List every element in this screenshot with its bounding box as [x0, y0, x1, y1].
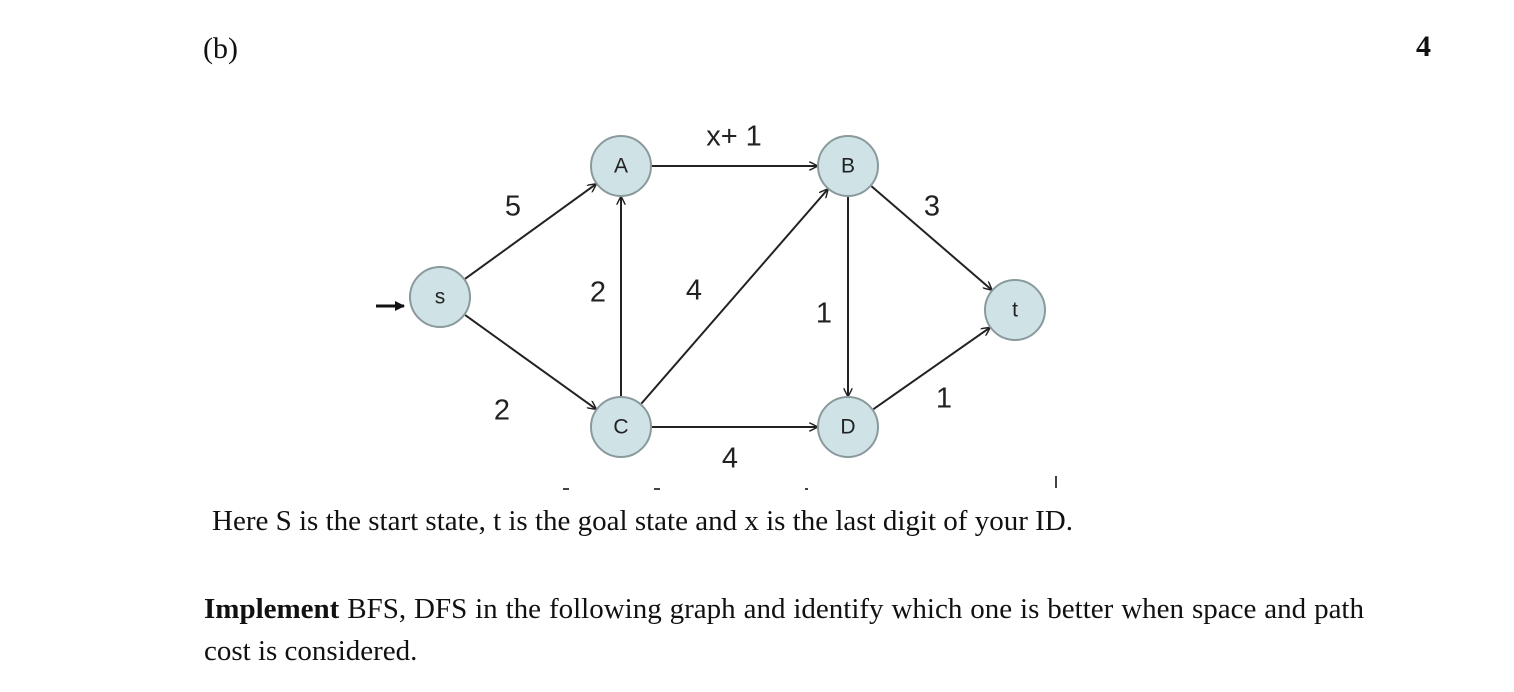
- edge-weight-b-d: 1: [816, 298, 832, 330]
- search-graph-diagram: s A B C Dt 5 2 x+ 1 2 4 4 1 3 1: [376, 121, 1057, 490]
- node-label-b: B: [841, 155, 855, 178]
- edge-weight-s-a: 5: [505, 191, 521, 223]
- edge-weight-c-d: 4: [722, 443, 738, 475]
- edge-weight-c-b: 4: [686, 275, 702, 307]
- node-label-s: s: [435, 286, 446, 309]
- edge-c-b: [640, 189, 827, 405]
- node-label-d: D: [840, 416, 855, 439]
- node-d: [817, 396, 879, 458]
- edge-d-t: [872, 328, 989, 411]
- node-label-t: t: [1012, 299, 1018, 322]
- node-label-a: A: [614, 155, 628, 178]
- question-part-label: (b): [203, 32, 238, 65]
- node-c: [590, 396, 652, 458]
- edge-weight-a-b: x+ 1: [706, 121, 762, 153]
- node-s: [409, 266, 471, 328]
- node-t: [984, 279, 1046, 341]
- edge-weight-d-t: 1: [936, 383, 952, 415]
- node-a: [590, 135, 652, 197]
- edge-weight-b-t: 3: [924, 191, 940, 223]
- edge-s-a: [464, 184, 596, 280]
- edge-b-t: [870, 185, 991, 290]
- edge-weight-c-a: 2: [590, 277, 606, 309]
- question-text: Implement BFS, DFS in the following grap…: [204, 588, 1364, 672]
- question-body: BFS, DFS in the following graph and iden…: [204, 593, 1364, 667]
- node-label-c: C: [613, 416, 628, 439]
- marks-value: 4: [1416, 30, 1431, 63]
- question-keyword: Implement: [204, 593, 340, 625]
- graph-description: Here S is the start state, t is the goal…: [212, 505, 1073, 537]
- node-b: [817, 135, 879, 197]
- figure-crop-marks: [563, 476, 1057, 490]
- edge-s-c: [464, 314, 596, 409]
- edge-weight-s-c: 2: [494, 395, 510, 427]
